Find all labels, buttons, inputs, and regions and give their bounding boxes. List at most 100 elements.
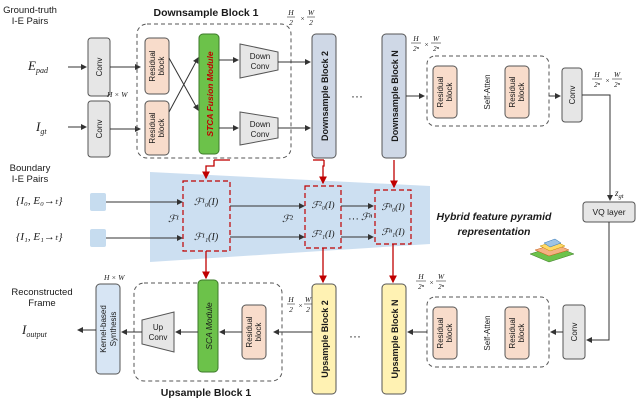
- n-scale-label-bottom: H 2ⁿ × W 2ⁿ: [416, 272, 446, 291]
- f-level2-1: ℱ²₁(I): [311, 229, 334, 240]
- downsample-block-n-label: Downsample Block N: [390, 50, 400, 142]
- e-pad-symbol: Epad: [27, 58, 49, 75]
- upsample-block-n-label: Upsample Block N: [390, 299, 400, 378]
- conv-epad-label: Conv: [95, 58, 104, 77]
- svg-text:×: ×: [429, 278, 434, 287]
- dots-down: ···: [351, 89, 363, 103]
- residual-block-d1b: [144, 100, 170, 156]
- recon-label-1: Reconstructed: [11, 287, 72, 298]
- f2-label: ℱ²: [282, 214, 294, 225]
- svg-text:Residual: Residual: [508, 76, 517, 107]
- pyramid-title-1: Hybrid feature pyramid: [437, 211, 553, 223]
- svg-text:W: W: [305, 295, 312, 304]
- svg-text:2: 2: [289, 305, 293, 314]
- vq-layer-label: VQ layer: [592, 207, 625, 217]
- i-output-symbol: Ioutput: [21, 322, 48, 339]
- svg-text:W: W: [614, 70, 621, 79]
- downsample-block-1-title: Downsample Block 1: [153, 7, 258, 19]
- upsample-block-1-title: Upsample Block 1: [161, 387, 252, 399]
- svg-text:2ⁿ: 2ⁿ: [438, 283, 445, 291]
- residual-dec-1: [432, 306, 458, 360]
- downsample-block-2-label: Downsample Block 2: [320, 51, 330, 141]
- n-scale-label-top: H 2ⁿ × W 2ⁿ: [411, 34, 441, 53]
- stca-fusion-module: [198, 33, 220, 155]
- residual-enc-1: [432, 65, 458, 119]
- svg-text:2ⁿ: 2ⁿ: [413, 45, 420, 53]
- dots-up: ···: [349, 329, 361, 343]
- svg-text:Residual: Residual: [148, 50, 157, 81]
- svg-text:2: 2: [306, 305, 310, 314]
- fn-label: ℱⁿ: [361, 212, 373, 223]
- svg-text:Conv: Conv: [568, 86, 577, 105]
- hxw-bottom: H × W: [103, 273, 125, 282]
- svg-text:W: W: [433, 34, 440, 43]
- self-atten-enc: Self-Atten: [483, 74, 492, 109]
- encoder-bottleneck: [426, 55, 550, 127]
- downsample-block-1: [136, 23, 292, 159]
- boundary-input-1: {I₁, E₁→ₜ}: [16, 231, 63, 243]
- svg-text:Residual: Residual: [508, 317, 517, 348]
- residual-enc-2: [504, 65, 530, 119]
- boundary-input-0: {I₀, E₀→ₜ}: [16, 195, 63, 207]
- up-conv: [141, 311, 175, 353]
- svg-text:Conv: Conv: [251, 130, 270, 139]
- svg-text:H: H: [287, 295, 294, 304]
- svg-text:block: block: [445, 323, 454, 343]
- svg-text:H: H: [593, 70, 600, 79]
- i-gt-symbol: Igt: [35, 119, 47, 136]
- stca-label: STCA Fusion Module: [205, 51, 215, 136]
- svg-text:2: 2: [289, 18, 293, 27]
- down-conv-b: [239, 111, 279, 146]
- f-leveln-0: ℱⁿ₀(I): [381, 202, 404, 213]
- n-scale-label-right: H 2ⁿ × W 2ⁿ: [592, 70, 622, 89]
- pyramid-title-2: representation: [458, 226, 531, 238]
- upsample-block-2: [311, 283, 337, 395]
- self-atten-dec: Self-Atten: [483, 315, 492, 350]
- svg-text:W: W: [308, 8, 315, 17]
- half-scale-label: H 2 × W 2: [287, 8, 315, 27]
- svg-text:×: ×: [605, 76, 610, 85]
- svg-text:Up: Up: [153, 323, 164, 332]
- upsample-block-n: [381, 283, 407, 395]
- f-leveln-1: ℱⁿ₁(I): [381, 227, 404, 238]
- svg-text:×: ×: [424, 40, 429, 49]
- svg-text:Down: Down: [250, 120, 270, 129]
- svg-text:block: block: [517, 82, 526, 102]
- svg-text:block: block: [445, 82, 454, 102]
- f-level1-0: ℱ¹₀(I): [194, 197, 219, 208]
- down-conv-a: [239, 43, 279, 79]
- svg-text:Down: Down: [250, 52, 270, 61]
- f-level1-1: ℱ¹₁(I): [194, 232, 219, 243]
- boundary-label-2: I-E Pairs: [12, 174, 49, 185]
- kernel-synthesis: [95, 283, 121, 375]
- svg-text:Residual: Residual: [245, 316, 254, 347]
- svg-text:block: block: [157, 56, 166, 76]
- svg-text:Conv: Conv: [570, 323, 579, 342]
- half-scale-label-bottom: H 2 × W 2: [287, 295, 312, 314]
- svg-text:2ⁿ: 2ⁿ: [418, 283, 425, 291]
- feature-pyramid-shape: [150, 172, 430, 262]
- svg-text:H: H: [417, 272, 424, 281]
- gt-pairs-label-1: Ground-truth: [3, 5, 57, 16]
- svg-text:block: block: [517, 323, 526, 343]
- boundary-feature-0: [90, 193, 106, 211]
- svg-text:Kernel-based: Kernel-based: [99, 305, 108, 353]
- residual-dec-2: [504, 306, 530, 360]
- f1-label: ℱ¹: [168, 214, 179, 225]
- sca-label: SCA Module: [204, 302, 214, 350]
- svg-text:Synthesis: Synthesis: [109, 312, 118, 347]
- sca-module: [197, 279, 219, 373]
- pyramid-stack-icon: [529, 238, 575, 263]
- gt-pairs-label-2: I-E Pairs: [12, 16, 49, 27]
- svg-text:×: ×: [298, 301, 303, 310]
- svg-text:Residual: Residual: [148, 112, 157, 143]
- svg-text:Residual: Residual: [436, 76, 445, 107]
- dots-pyramid: ···: [348, 213, 359, 225]
- upsample-block-2-label: Upsample Block 2: [320, 300, 330, 378]
- svg-text:2ⁿ: 2ⁿ: [433, 45, 440, 53]
- boundary-feature-1: [90, 229, 106, 247]
- svg-text:Conv: Conv: [251, 62, 270, 71]
- svg-text:×: ×: [300, 14, 305, 23]
